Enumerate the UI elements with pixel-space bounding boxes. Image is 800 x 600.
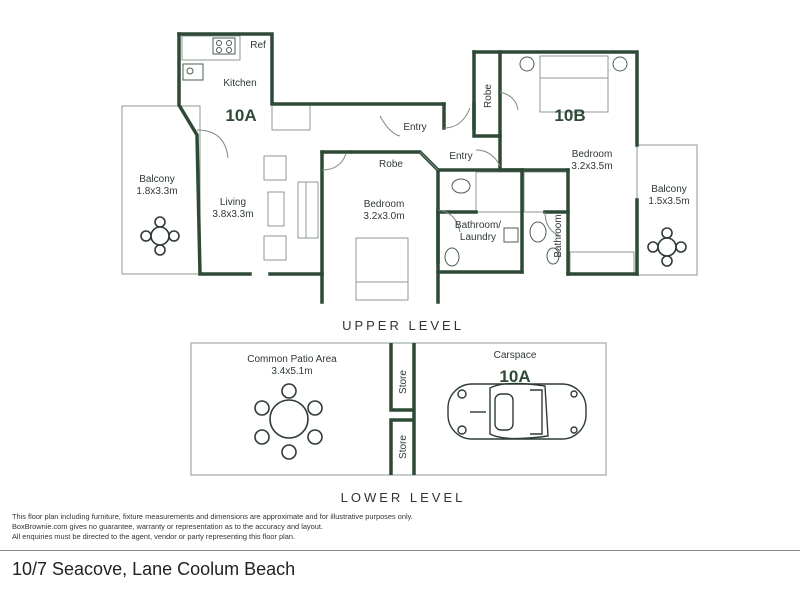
ref-label: Ref — [250, 40, 266, 51]
store-top-label: Store — [398, 370, 409, 394]
unit-10a-label: 10A — [225, 106, 256, 125]
upper-level-heading: UPPER LEVEL — [342, 318, 464, 333]
disclaimer-line-2: BoxBrownie.com gives no guarantee, warra… — [12, 522, 323, 531]
bathroom-laundry-line1: Bathroom/ — [455, 220, 501, 231]
balcony-b-name: Balcony — [651, 184, 687, 195]
balcony-a-size: 1.8x3.3m — [136, 186, 177, 197]
living-size: 3.8x3.3m — [212, 209, 253, 220]
bedroom-a-size: 3.2x3.0m — [363, 211, 404, 222]
lower-level-heading: LOWER LEVEL — [341, 490, 466, 505]
carspace-unit-label: 10A — [499, 367, 530, 386]
unit-10b-label: 10B — [554, 106, 585, 125]
balcony-a-outline — [121, 105, 201, 275]
bedroom-b-size: 3.2x3.5m — [571, 161, 612, 172]
carspace-label: Carspace — [494, 350, 537, 361]
property-address: 10/7 Seacove, Lane Coolum Beach — [12, 559, 296, 579]
disclaimer-line-1: This floor plan including furniture, fix… — [12, 512, 413, 521]
car-icon — [447, 382, 587, 440]
living-name: Living — [220, 197, 246, 208]
divider — [0, 550, 800, 551]
disclaimer: This floor plan including furniture, fix… — [12, 512, 532, 542]
bathroom-laundry-line2: Laundry — [460, 232, 496, 243]
bedroom-a-name: Bedroom — [364, 199, 405, 210]
bathroom-b-label: Bathroom — [553, 214, 564, 257]
entry-b-label: Entry — [449, 151, 472, 162]
robe-b-label: Robe — [483, 84, 494, 108]
balcony-b-size: 1.5x3.5m — [648, 196, 689, 207]
patio-name: Common Patio Area — [247, 354, 337, 365]
entry-a-label: Entry — [403, 122, 426, 133]
bedroom-b-name: Bedroom — [572, 149, 613, 160]
kitchen-label: Kitchen — [223, 78, 256, 89]
patio-table — [254, 383, 323, 460]
patio-size: 3.4x5.1m — [271, 366, 312, 377]
balcony-a-name: Balcony — [139, 174, 175, 185]
disclaimer-line-3: All enquiries must be directed to the ag… — [12, 532, 296, 541]
store-bottom-label: Store — [398, 435, 409, 459]
lower-level-outline — [190, 342, 607, 476]
robe-a-label: Robe — [379, 159, 403, 170]
